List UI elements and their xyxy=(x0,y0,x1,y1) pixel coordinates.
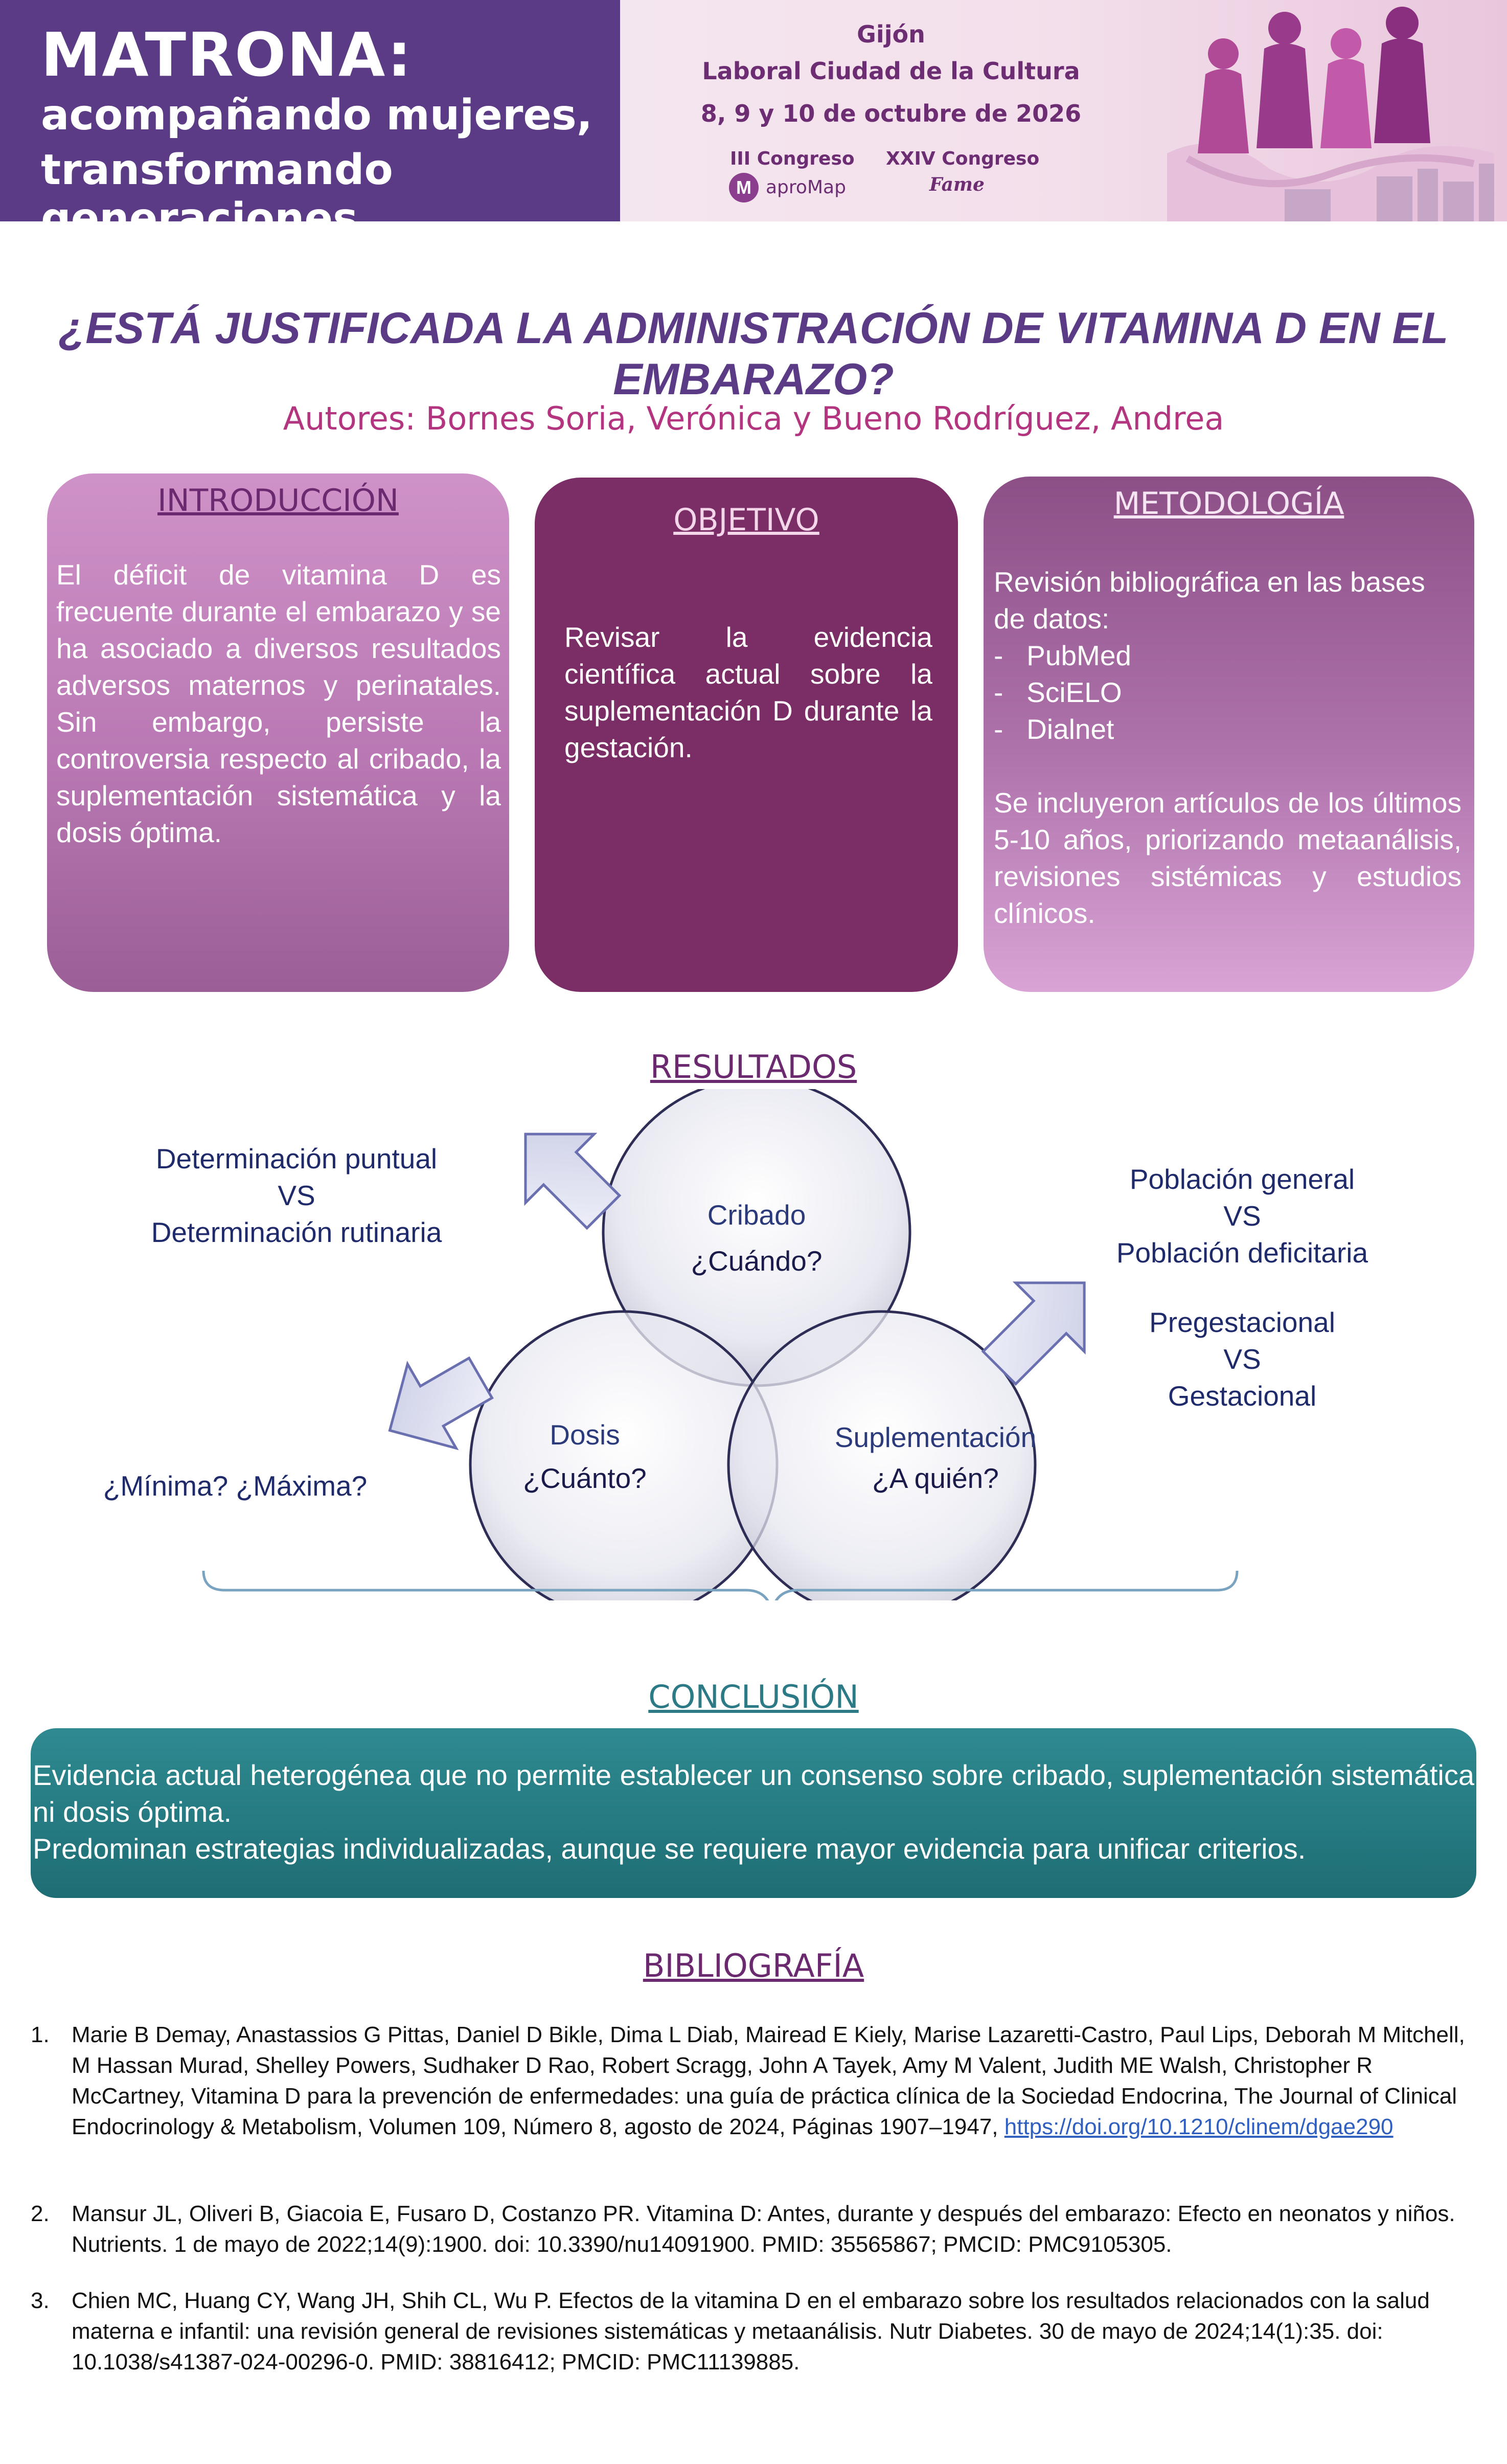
metodologia-box: METODOLOGÍA Revisión bibliográfica en la… xyxy=(984,477,1474,992)
poblacion-note-line: Población general xyxy=(1129,1163,1355,1195)
banner-subtitle-1: acompañando mujeres, xyxy=(41,91,592,140)
venn-circle-suplementacion xyxy=(727,1310,1037,1600)
congress-1-org: aproMap xyxy=(766,177,846,198)
database-dialnet: Dialnet xyxy=(1026,713,1114,745)
gestacion-note-line: Gestacional xyxy=(1168,1380,1317,1412)
conclusion-text-1: Evidencia actual heterogénea que no perm… xyxy=(33,1759,1474,1828)
bib-doi-link[interactable]: https://doi.org/10.1210/clinem/dgae290 xyxy=(1004,2114,1394,2139)
metodologia-heading: METODOLOGÍA xyxy=(1113,486,1344,522)
event-venue: Laboral Ciudad de la Cultura xyxy=(702,57,1080,85)
poblacion-note-line: VS xyxy=(1223,1200,1261,1232)
dosis-title: Dosis xyxy=(550,1419,620,1451)
cribado-question: ¿Cuándo? xyxy=(691,1245,823,1277)
venn-graphics xyxy=(202,1089,1239,1600)
event-dates: 8, 9 y 10 de octubre de 2026 xyxy=(700,100,1082,127)
objetivo-heading: OBJETIVO xyxy=(673,502,819,538)
metodologia-text: Se incluyeron artículos de los últimos 5… xyxy=(994,787,1462,929)
poblacion-note-line: Población deficitaria xyxy=(1116,1237,1368,1269)
bib-item: 1. Marie B Demay, Anastassios G Pittas, … xyxy=(31,2020,1477,2178)
bib-item: 3. Chien MC, Huang CY, Wang JH, Shih CL,… xyxy=(31,2286,1477,2383)
bibliografia-heading: BIBLIOGRAFÍA xyxy=(643,1947,864,1984)
congress-1-label: III Congreso xyxy=(730,148,855,169)
bib-entry: Marie B Demay, Anastassios G Pittas, Dan… xyxy=(72,2020,1477,2142)
bib-number: 2. xyxy=(31,2201,50,2226)
banner-title-panel: MATRONA: acompañando mujeres, transforma… xyxy=(0,0,620,243)
poblacion-note: Población general VS Población deficitar… xyxy=(1063,1161,1421,1271)
cribado-note-line: Determinación puntual xyxy=(155,1143,438,1174)
header-banner: MATRONA: acompañando mujeres, transforma… xyxy=(0,0,1507,243)
bib-text: Chien MC, Huang CY, Wang JH, Shih CL, Wu… xyxy=(72,2288,1430,2375)
bib-text: Mansur JL, Oliveri B, Giacoia E, Fusaro … xyxy=(72,2201,1455,2257)
database-item: - Dialnet xyxy=(994,713,1114,745)
bib-item: 2. Mansur JL, Oliveri B, Giacoia E, Fusa… xyxy=(31,2199,1477,2265)
introduccion-text: El déficit de vitamina D es frecuente du… xyxy=(56,559,501,848)
cribado-note: Determinación puntual VS Determinación r… xyxy=(118,1140,475,1251)
arrow-up-right-icon xyxy=(981,1281,1086,1386)
women-illustration xyxy=(1167,7,1494,221)
database-item: - SciELO xyxy=(994,676,1122,708)
bracket-icon xyxy=(202,1570,1239,1600)
conclusion-heading: CONCLUSIÓN xyxy=(648,1678,859,1715)
resultados-diagram: Cribado ¿Cuándo? Dosis ¿Cuánto? Suplemen… xyxy=(0,1089,1507,1600)
dosis-note: ¿Mínima? ¿Máxima? xyxy=(103,1470,368,1502)
resultados-heading: RESULTADOS xyxy=(650,1048,857,1086)
arrow-up-left-icon xyxy=(524,1133,622,1230)
conclusion-text-2: Predominan estrategias individualizadas,… xyxy=(33,1833,1306,1865)
introduccion-heading: INTRODUCCIÓN xyxy=(157,483,399,518)
bib-text: Marie B Demay, Anastassios G Pittas, Dan… xyxy=(72,2022,1465,2139)
congress-2-org: Fame xyxy=(929,174,985,195)
gestacion-note-line: Pregestacional xyxy=(1149,1306,1335,1338)
suplementacion-question: ¿A quién? xyxy=(872,1462,999,1494)
dosis-question: ¿Cuánto? xyxy=(523,1462,647,1494)
event-city: Gijón xyxy=(857,20,925,48)
apromap-logo: M xyxy=(729,173,759,202)
banner-subtitle-2: transformando generaciones xyxy=(41,146,393,243)
banner-title: MATRONA: xyxy=(41,19,413,90)
metodologia-content: Revisión bibliográfica en las bases de d… xyxy=(994,563,1462,932)
bib-number: 1. xyxy=(31,2022,50,2047)
banner-event-panel: Gijón Laboral Ciudad de la Cultura 8, 9 … xyxy=(620,0,1507,221)
congress-2-label: XXIV Congreso xyxy=(886,148,1040,169)
objetivo-text: Revisar la evidencia científica actual s… xyxy=(564,621,932,763)
objetivo-box: OBJETIVO Revisar la evidencia científica… xyxy=(535,478,958,992)
database-pubmed: PubMed xyxy=(1026,640,1132,671)
cribado-note-line: Determinación rutinaria xyxy=(151,1216,442,1248)
introduccion-box: INTRODUCCIÓN El déficit de vitamina D es… xyxy=(47,473,509,992)
bib-number: 3. xyxy=(31,2288,50,2313)
suplementacion-title: Suplementación xyxy=(834,1421,1037,1453)
database-scielo: SciELO xyxy=(1026,676,1122,708)
cribado-title: Cribado xyxy=(707,1199,806,1231)
poster-title: ¿ESTÁ JUSTIFICADA LA ADMINISTRACIÓN DE V… xyxy=(58,304,1449,404)
metodologia-intro: Revisión bibliográfica en las bases de d… xyxy=(994,566,1425,635)
authors: Autores: Bornes Soria, Verónica y Bueno … xyxy=(283,400,1224,437)
arrow-down-left-icon xyxy=(388,1356,494,1451)
cribado-note-line: VS xyxy=(278,1180,315,1211)
gestacion-note: Pregestacional VS Gestacional xyxy=(1063,1304,1421,1414)
database-item: - PubMed xyxy=(994,640,1132,671)
conclusion-box: Evidencia actual heterogénea que no perm… xyxy=(31,1728,1476,1898)
gestacion-note-line: VS xyxy=(1223,1343,1261,1375)
